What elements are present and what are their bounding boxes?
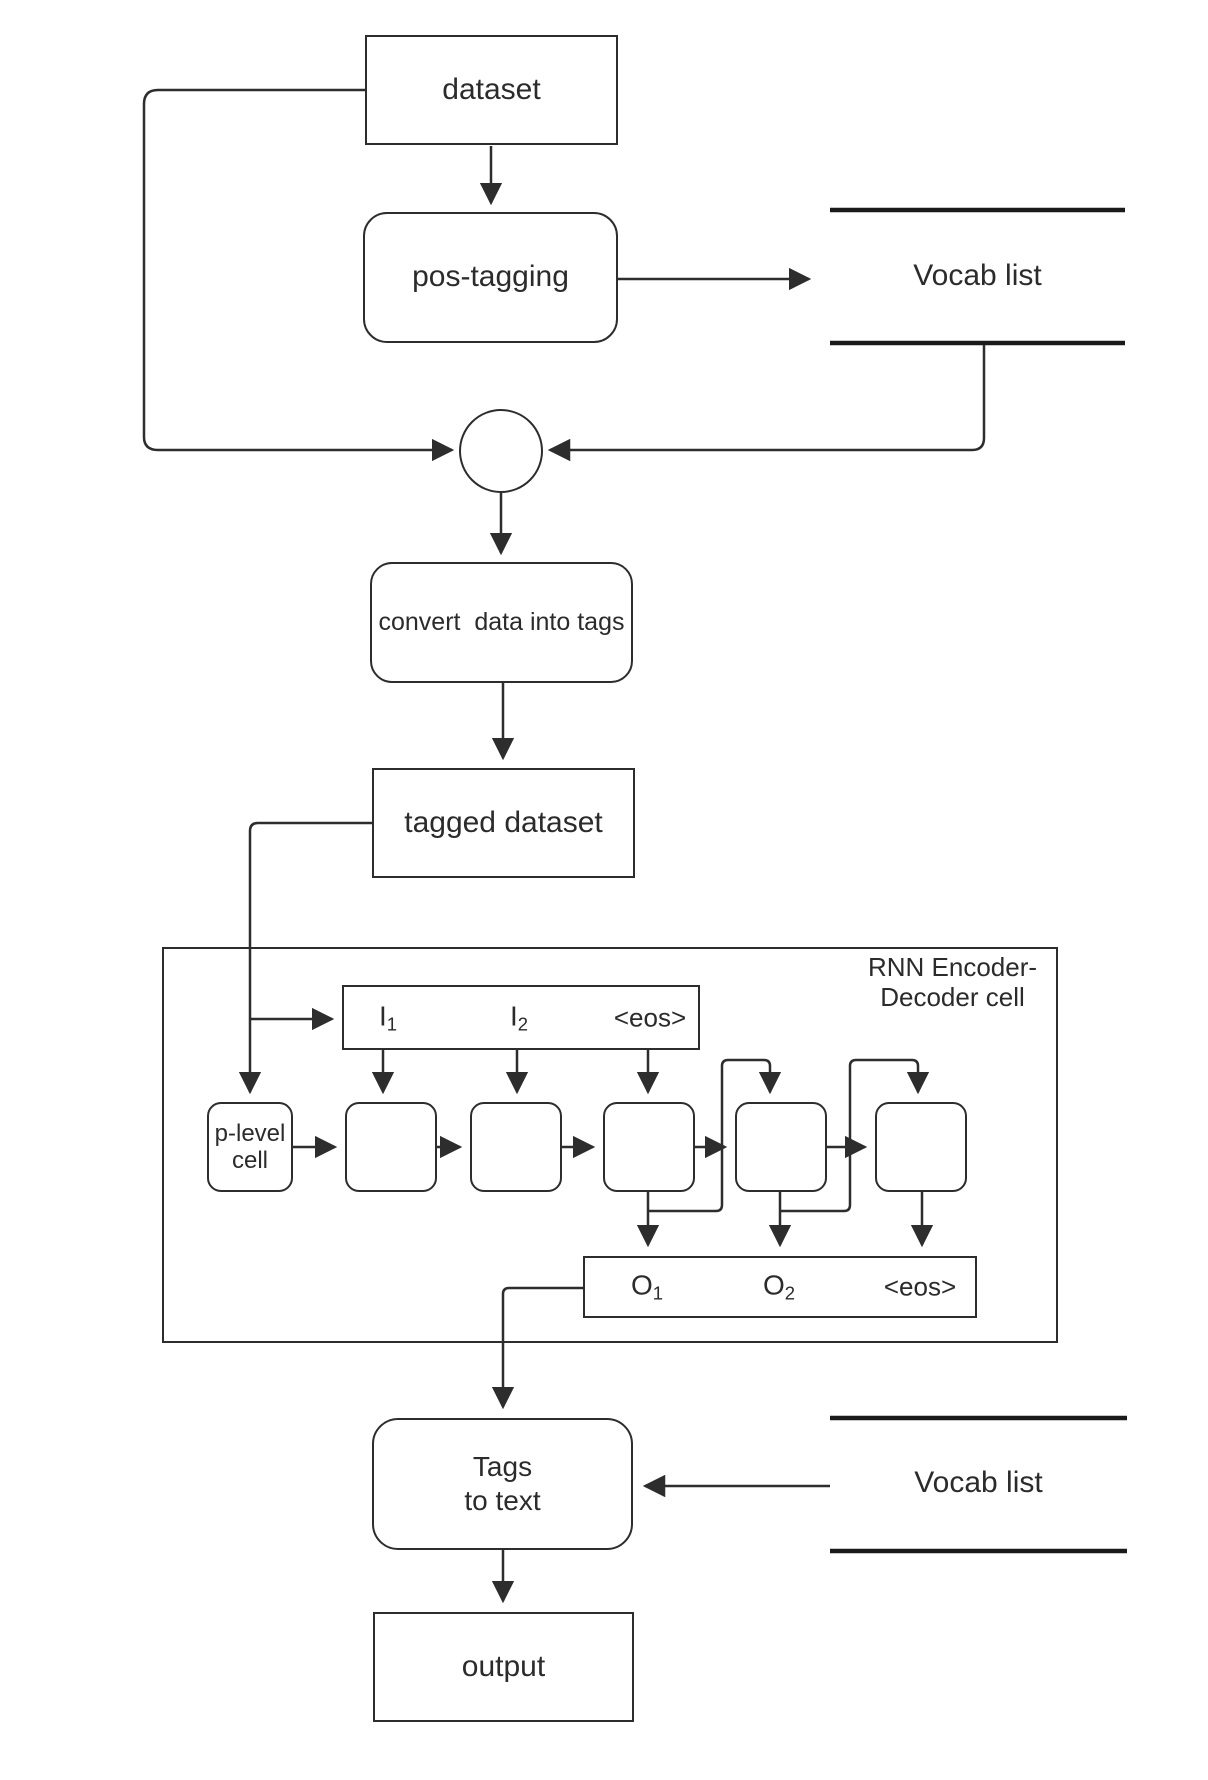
connector-dataset-to-junction [142, 88, 455, 462]
p-level-cell-label-line1: p-level [214, 1120, 286, 1147]
node-output: output [373, 1612, 634, 1722]
connector-tagged-dataset-to-p-level-cell [238, 821, 372, 1095]
merge-junction-circle [459, 409, 543, 493]
output-label-o2-sub: 2 [784, 1282, 796, 1304]
rnn-container-label-line1: RNN Encoder- [867, 952, 1038, 982]
input-row-box: I1 I2 <eos> [342, 985, 700, 1050]
rnn-cell-5 [875, 1102, 967, 1192]
input-label-i1-base: I [378, 999, 387, 1031]
node-convert-label: convert data into tags [378, 608, 625, 637]
rnn-container-label: RNN Encoder- Decoder cell [845, 952, 1060, 1012]
node-pos-tagging-label: pos-tagging [412, 260, 569, 294]
output-label-eos: <eos> [884, 1272, 956, 1303]
node-tags-to-text-line2: to text [464, 1485, 541, 1516]
input-label-i2-sub: 2 [517, 1013, 529, 1035]
p-level-cell-label-line2: cell [231, 1147, 268, 1174]
node-convert-data-into-tags: convert data into tags [370, 562, 633, 683]
connector-loop-cell4-to-cell5 [780, 1058, 930, 1213]
node-pos-tagging: pos-tagging [363, 212, 618, 343]
connector-output-row-to-tags-to-text [491, 1286, 583, 1410]
rnn-cell-3 [603, 1102, 695, 1192]
node-tagged-dataset: tagged dataset [372, 768, 635, 878]
output-label-o2: O2 [763, 1269, 795, 1304]
connector-vocab-list-to-junction [547, 345, 986, 462]
node-tags-to-text: Tags to text [372, 1418, 633, 1550]
rnn-container-label-line2: Decoder cell [880, 982, 1025, 1012]
node-tagged-dataset-label: tagged dataset [404, 805, 603, 839]
input-label-i1-sub: 1 [386, 1013, 398, 1035]
node-output-label: output [461, 1649, 546, 1683]
input-label-i1: I1 [379, 1000, 397, 1035]
p-level-cell: p-level cell [207, 1102, 293, 1192]
input-label-eos: <eos> [614, 1002, 686, 1033]
input-label-i2-base: I [509, 999, 518, 1031]
rnn-encoder-decoder-container [162, 947, 1058, 1343]
rnn-cell-2 [470, 1102, 562, 1192]
input-label-i2: I2 [510, 1000, 528, 1035]
node-dataset-label: dataset [442, 72, 541, 106]
output-label-o1: O1 [631, 1269, 663, 1304]
connector-loop-cell3-to-cell4 [648, 1058, 782, 1213]
rnn-cell-4 [735, 1102, 827, 1192]
vocab-list-top-label: Vocab list [913, 259, 1042, 292]
output-row-box: O1 O2 <eos> [583, 1256, 977, 1318]
output-label-eos-base: <eos> [883, 1271, 957, 1302]
output-label-o1-base: O [630, 1269, 653, 1301]
input-label-eos-base: <eos> [613, 1002, 687, 1032]
output-label-o1-sub: 1 [652, 1282, 664, 1304]
node-dataset: dataset [365, 35, 618, 145]
rnn-cell-1 [345, 1102, 437, 1192]
vocab-list-bottom-label: Vocab list [914, 1466, 1043, 1499]
node-tags-to-text-line1: Tags [472, 1451, 533, 1482]
output-label-o2-base: O [762, 1269, 785, 1301]
